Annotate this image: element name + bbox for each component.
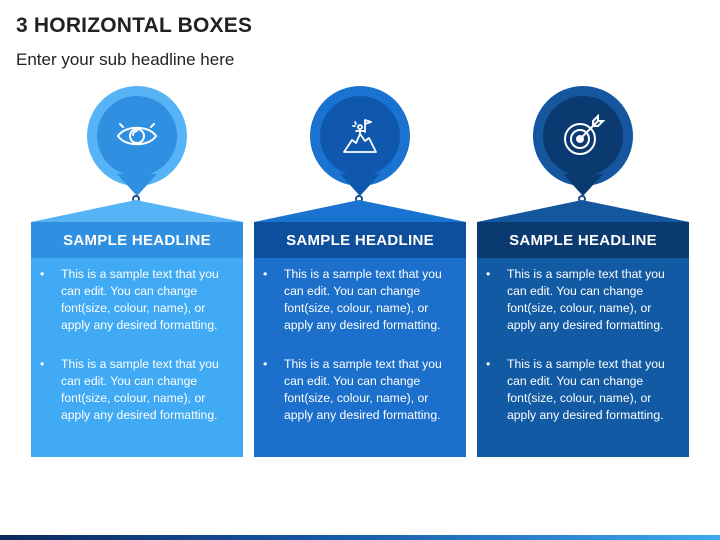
card-2-bullet-2: This is a sample text that you can edit.… bbox=[263, 356, 456, 424]
card-3: SAMPLE HEADLINE This is a sample text th… bbox=[477, 84, 689, 459]
card-2-connector bbox=[254, 200, 466, 222]
card-2-bullet-1: This is a sample text that you can edit.… bbox=[263, 266, 456, 334]
card-1-icon-holder bbox=[97, 96, 177, 176]
page-subtitle: Enter your sub headline here bbox=[16, 50, 235, 69]
eye-icon bbox=[116, 123, 158, 146]
card-2: SAMPLE HEADLINE This is a sample text th… bbox=[254, 84, 466, 459]
mountain-flag-icon bbox=[343, 119, 377, 153]
card-2-body: This is a sample text that you can edit.… bbox=[254, 258, 466, 457]
card-3-bullet-1: This is a sample text that you can edit.… bbox=[486, 266, 679, 334]
card-2-icon-holder bbox=[320, 96, 400, 176]
card-2-circle bbox=[310, 86, 410, 186]
card-3-headline: SAMPLE HEADLINE bbox=[477, 222, 689, 258]
card-1-circle bbox=[87, 86, 187, 186]
page-title: 3 HORIZONTAL BOXES bbox=[16, 14, 253, 37]
card-1-bullet-2: This is a sample text that you can edit.… bbox=[40, 356, 233, 424]
card-3-pin-tip bbox=[563, 174, 603, 196]
card-3-bullet-2: This is a sample text that you can edit.… bbox=[486, 356, 679, 424]
card-3-circle bbox=[533, 86, 633, 186]
card-1-bullet-1: This is a sample text that you can edit.… bbox=[40, 266, 233, 334]
card-2-pin-tip bbox=[340, 174, 380, 196]
bottom-accent-bar bbox=[0, 535, 720, 540]
card-3-body: This is a sample text that you can edit.… bbox=[477, 258, 689, 457]
card-1: SAMPLE HEADLINE This is a sample text th… bbox=[31, 84, 243, 459]
card-2-headline: SAMPLE HEADLINE bbox=[254, 222, 466, 258]
target-icon bbox=[564, 113, 606, 155]
card-1-connector bbox=[31, 200, 243, 222]
card-1-body: This is a sample text that you can edit.… bbox=[31, 258, 243, 457]
card-1-headline: SAMPLE HEADLINE bbox=[31, 222, 243, 258]
card-1-pin-tip bbox=[117, 174, 157, 196]
card-3-connector bbox=[477, 200, 689, 222]
card-3-icon-holder bbox=[543, 96, 623, 176]
